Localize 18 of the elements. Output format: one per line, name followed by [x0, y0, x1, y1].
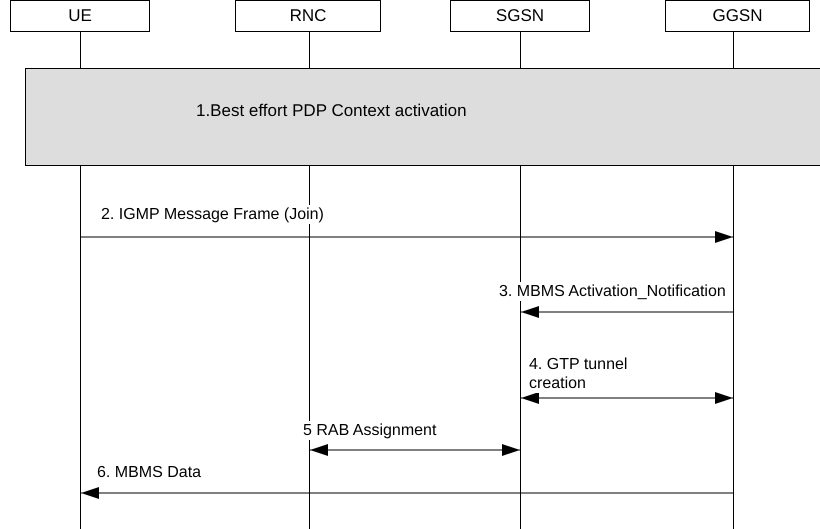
- participant-box: GGSN: [665, 0, 810, 32]
- message-label: 3. MBMS Activation_Notification: [498, 282, 727, 301]
- band-text: 1.Best effort PDP Context activation: [196, 101, 467, 121]
- message-arrow: [310, 444, 520, 456]
- message-label: 2. IGMP Message Frame (Join): [100, 205, 325, 224]
- message-label: 5 RAB Assignment: [302, 421, 438, 440]
- participant-box: RNC: [235, 0, 381, 32]
- message-arrow: [520, 306, 734, 318]
- activation-band: [25, 68, 820, 166]
- participant-box: SGSN: [450, 0, 590, 32]
- participant-box: UE: [10, 0, 150, 32]
- lifeline: [520, 32, 521, 529]
- lifeline: [733, 32, 734, 529]
- message-arrow: [520, 392, 734, 404]
- message-arrow: [80, 231, 734, 243]
- lifeline: [309, 32, 310, 529]
- lifeline: [80, 32, 81, 529]
- message-arrow: [80, 487, 734, 499]
